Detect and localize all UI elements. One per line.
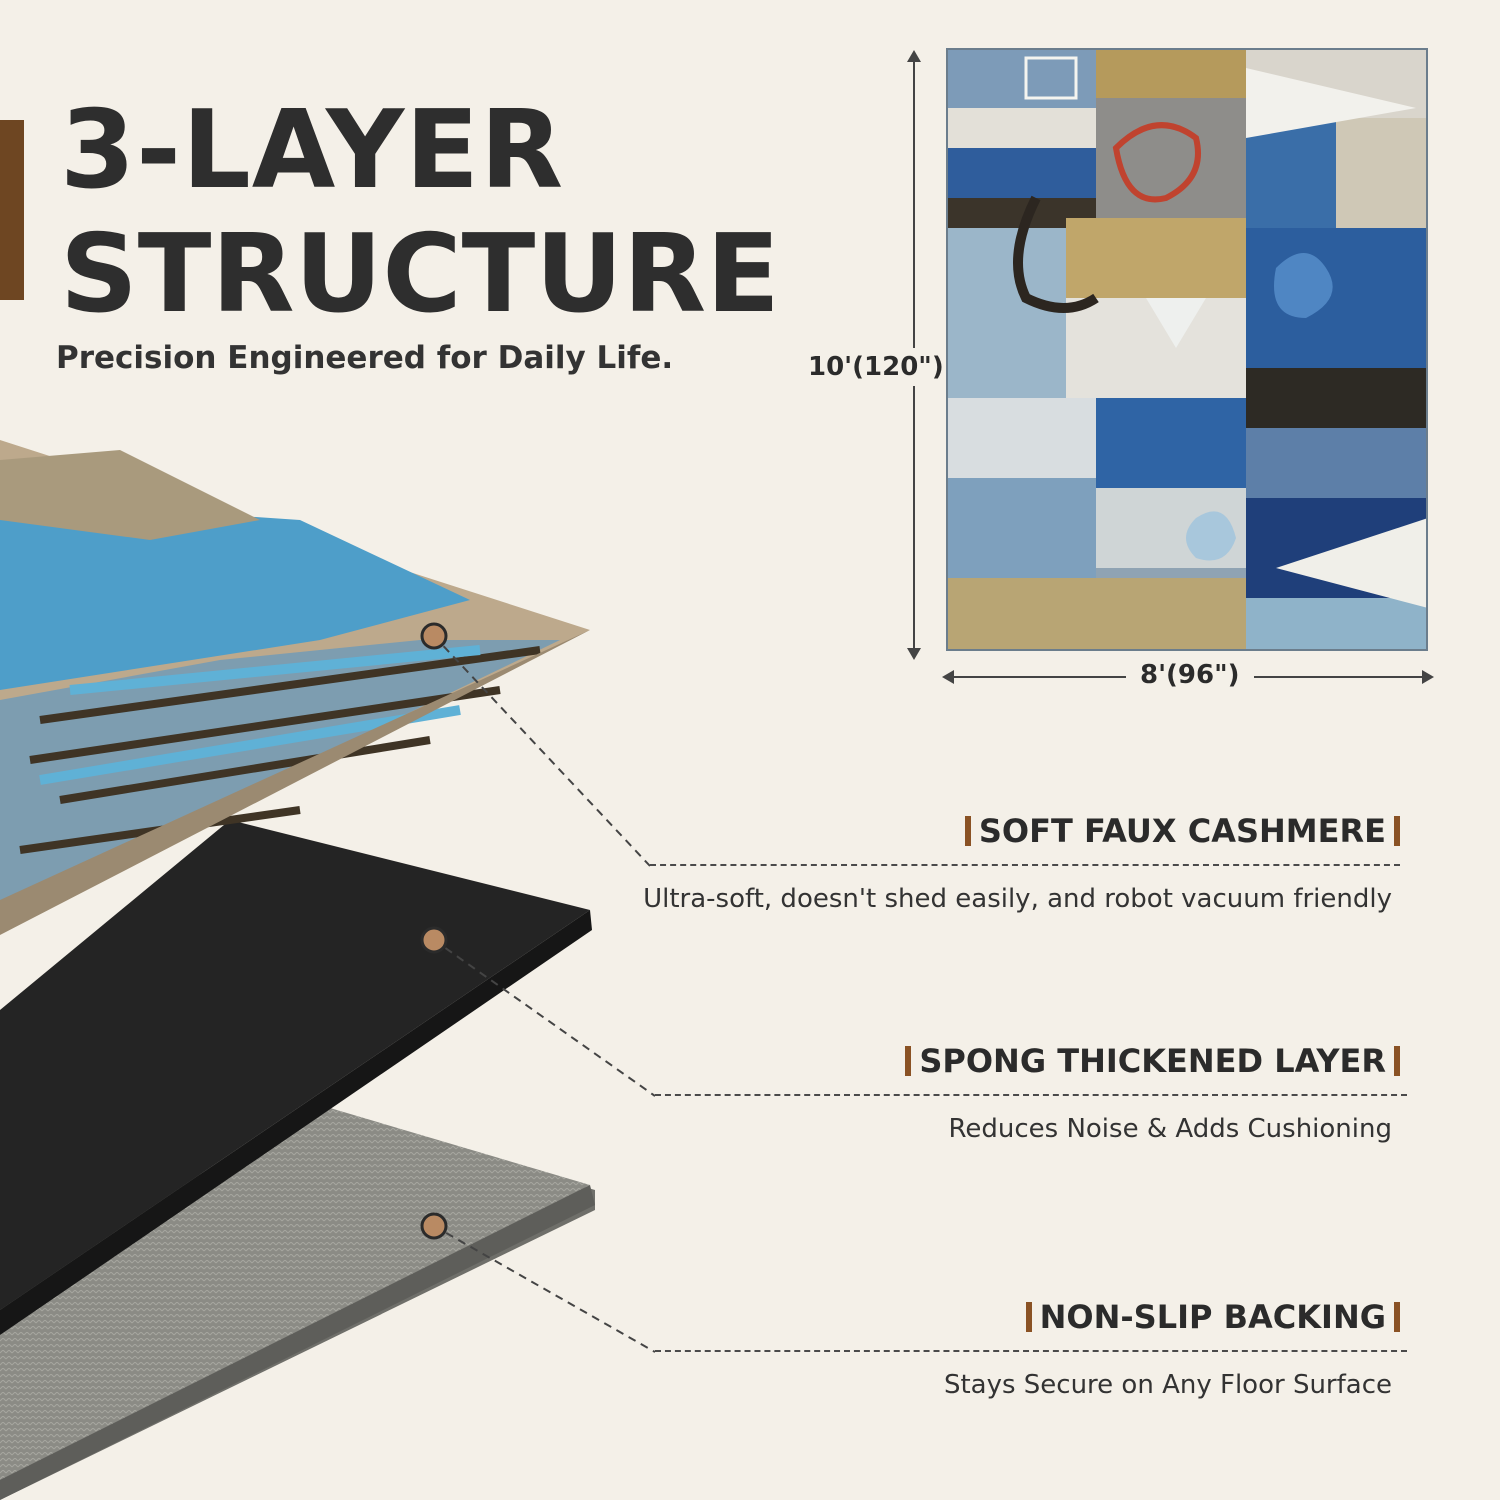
faux-cashmere-layer [0,440,590,935]
layer-stack-illustration [0,440,656,1500]
feature-title-sponge: SPONG THICKENED LAYER [897,1042,1408,1080]
page-title-line-1: 3-LAYER [60,88,565,213]
title-tick-left [964,816,971,846]
feature-title-cashmere: SOFT FAUX CASHMERE [957,812,1408,850]
title-tick-left [1025,1302,1032,1332]
marker-dot-sponge [420,926,448,954]
width-dimension-label: 8'(96") [1126,660,1254,690]
divider-cashmere [650,864,1400,866]
feature-desc-cashmere: Ultra-soft, doesn't shed easily, and rob… [643,884,1392,914]
feature-title-backing-text: NON-SLIP BACKING [1039,1298,1386,1336]
title-tick-right [1394,1302,1400,1332]
title-tick-right [1394,816,1400,846]
divider-backing [655,1350,1407,1352]
title-tick-left [905,1046,912,1076]
title-tick-right [1394,1046,1400,1076]
marker-dot-cashmere [420,622,448,650]
rug-preview-image [946,48,1428,651]
page-subtitle: Precision Engineered for Daily Life. [56,340,674,376]
feature-desc-backing: Stays Secure on Any Floor Surface [943,1370,1392,1400]
page-title-line-2: STRUCTURE [60,212,780,337]
feature-title-backing: NON-SLIP BACKING [1018,1298,1408,1336]
feature-desc-sponge: Reduces Noise & Adds Cushioning [948,1114,1392,1144]
feature-title-cashmere-text: SOFT FAUX CASHMERE [978,812,1386,850]
marker-dot-backing [420,1212,448,1240]
divider-sponge [655,1094,1407,1096]
height-dimension-label: 10'(120") [808,348,944,386]
title-accent-bar [0,120,24,300]
feature-title-sponge-text: SPONG THICKENED LAYER [919,1042,1386,1080]
